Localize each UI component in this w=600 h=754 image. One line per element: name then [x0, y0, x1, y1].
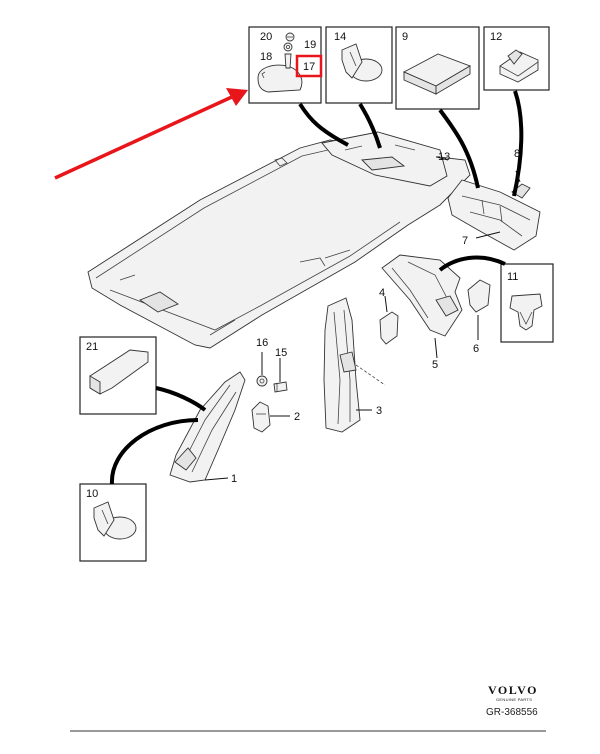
- callout-21: 21: [86, 341, 98, 353]
- callout-3: 3: [376, 405, 382, 417]
- part-8-clip: [511, 183, 531, 199]
- callout-16: 16: [256, 337, 268, 349]
- callout-7: 7: [462, 235, 468, 247]
- callout-14: 14: [334, 31, 346, 43]
- callout-5: 5: [432, 359, 438, 371]
- callout-19: 19: [304, 39, 316, 51]
- brand-tagline: GENUINE PARTS: [496, 697, 532, 702]
- detail-box-11: [500, 263, 554, 343]
- part-15-bolt: [273, 381, 288, 393]
- detail-box-10: [79, 483, 147, 562]
- callout-1: 1: [231, 473, 237, 485]
- brand-logo: VOLVO: [488, 683, 538, 697]
- callout-9: 9: [402, 31, 408, 43]
- callout-labels: 20 18 19 17 14 9 12 13 8 7 11 4 6 5 16 1…: [86, 31, 520, 500]
- detail-box-12: [483, 26, 550, 91]
- part-3-pillar: [323, 297, 386, 433]
- callout-20: 20: [260, 31, 272, 43]
- part-6-clip: [467, 279, 491, 313]
- detail-box-21: [79, 336, 157, 415]
- callout-13: 13: [438, 151, 450, 163]
- part-16-nut: [256, 375, 268, 387]
- red-arrow: [54, 88, 248, 180]
- callout-12: 12: [490, 31, 502, 43]
- callout-11: 11: [507, 271, 518, 283]
- part-5-pillar: [381, 254, 463, 337]
- detail-box-17-20: [248, 26, 322, 104]
- callout-15: 15: [275, 347, 287, 359]
- highlight-box: [295, 54, 323, 78]
- leader-lines: [109, 90, 524, 485]
- callout-8: 8: [514, 148, 520, 160]
- callout-6: 6: [473, 343, 479, 355]
- part-7-trim: [447, 179, 541, 251]
- diagram-reference: GR-368556: [486, 707, 538, 718]
- callout-2: 2: [294, 411, 300, 423]
- detail-box-9: [395, 26, 480, 110]
- callout-17: 17: [303, 61, 315, 73]
- callout-10: 10: [86, 488, 98, 500]
- part-2-clip: [251, 401, 271, 433]
- part-1-pillar: [169, 371, 246, 483]
- part-4-clip: [379, 311, 399, 345]
- headliner: [87, 139, 471, 349]
- detail-box-14: [325, 26, 393, 104]
- callout-4: 4: [379, 287, 385, 299]
- callout-18: 18: [260, 51, 272, 63]
- part-13-frame: [321, 131, 448, 187]
